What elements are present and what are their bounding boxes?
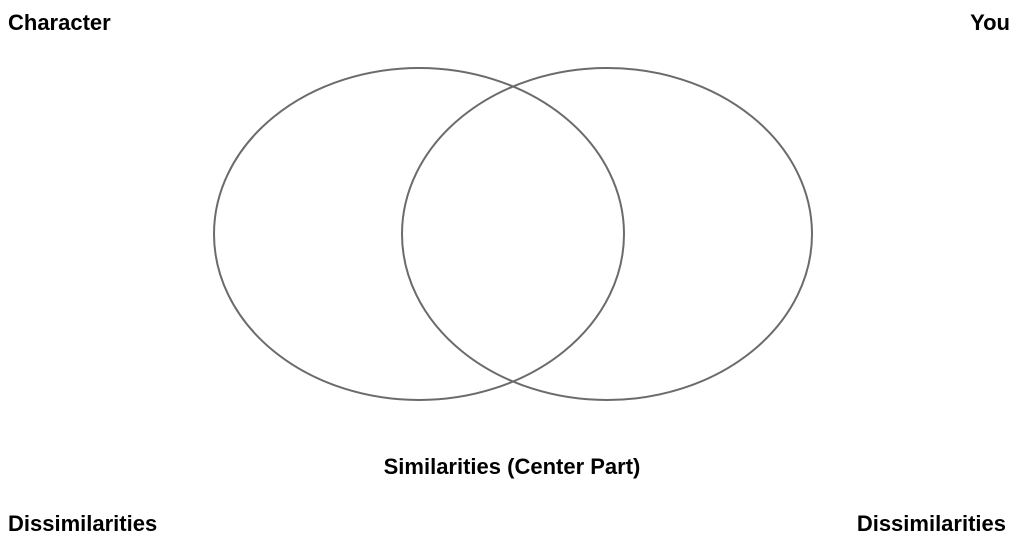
dissimilarities-right-label: Dissimilarities <box>856 511 1006 536</box>
you-label: You <box>970 10 1010 35</box>
dissimilarities-left-label: Dissimilarities <box>8 511 158 536</box>
right-circle <box>401 67 813 401</box>
character-label: Character <box>8 10 111 35</box>
similarities-label: Similarities (Center Part) <box>383 454 641 479</box>
left-circle <box>213 67 625 401</box>
